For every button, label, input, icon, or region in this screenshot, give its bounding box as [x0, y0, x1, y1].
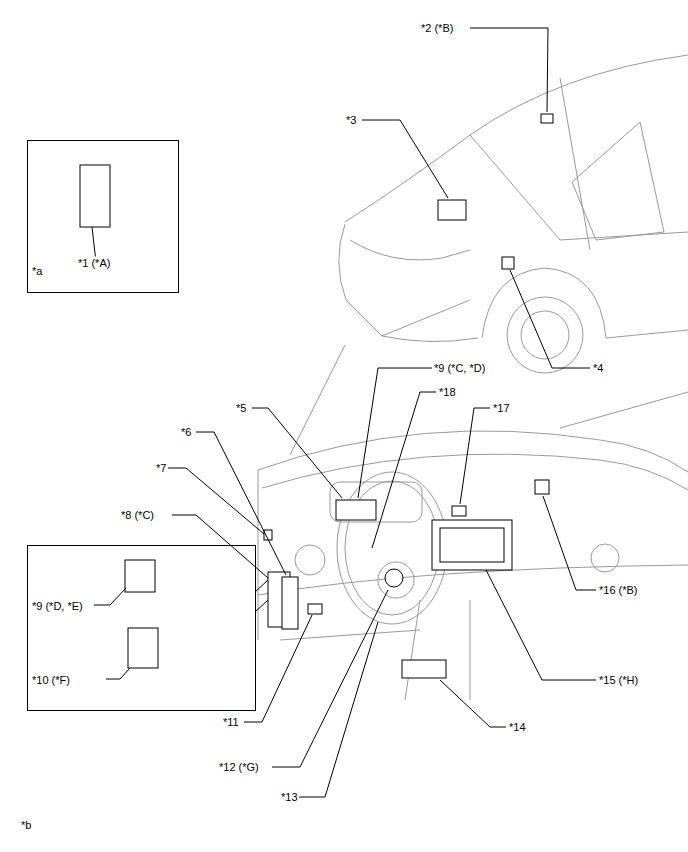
drawing-stroke: [486, 570, 596, 680]
callout-number: *12 (*G): [218, 761, 260, 774]
drawing-stroke: [460, 408, 490, 504]
drawing-stroke: [541, 114, 553, 123]
drawing-stroke: [336, 500, 376, 520]
callout-number: *14: [508, 721, 527, 734]
callout-number: *5: [235, 402, 247, 415]
drawing-stroke: [543, 496, 596, 590]
drawing-stroke: [258, 431, 688, 472]
drawing-stroke: [290, 345, 345, 455]
dashboard-outline: [258, 345, 688, 700]
drawing-stroke: [258, 470, 259, 640]
callout-number: *b: [20, 819, 32, 832]
drawing-stroke: [337, 472, 447, 624]
drawing-stroke: [350, 240, 470, 260]
drawing-stroke: [385, 569, 403, 587]
callout-number: *4: [592, 362, 604, 375]
drawing-stroke: [128, 628, 158, 668]
drawing-stroke: [606, 330, 688, 338]
drawing-stroke: [358, 368, 432, 498]
drawing-stroke: [470, 135, 560, 240]
drawing-stroke: [440, 528, 504, 562]
callout-number: *16 (*B): [598, 584, 639, 597]
drawing-stroke: [295, 545, 325, 575]
callout-number: *17: [492, 402, 511, 415]
drawing-stroke: [482, 268, 606, 338]
drawing-stroke: [507, 297, 583, 373]
callout-number: *9 (*D, *E): [31, 600, 84, 613]
vehicle-outline: [339, 55, 688, 373]
callout-number: *8 (*C): [120, 509, 155, 522]
callout-number: *7: [155, 462, 167, 475]
drawing-stroke: [432, 520, 512, 570]
drawing-stroke: [172, 515, 268, 578]
drawing-stroke: [308, 604, 322, 614]
drawing-stroke: [94, 588, 126, 605]
drawing-stroke: [452, 506, 466, 516]
component-parts: [80, 114, 553, 678]
inset-frame: *9 (*D, *E) *10 (*F): [27, 545, 256, 711]
callout-number: *15 (*H): [598, 674, 639, 687]
drawing-stroke: [339, 224, 478, 342]
drawing-stroke: [440, 680, 506, 727]
drawing-stroke: [591, 544, 619, 572]
callout-number: *18: [438, 386, 457, 399]
drawing-stroke: [330, 482, 422, 522]
drawing-stroke: [502, 257, 514, 269]
drawing-stroke: [296, 622, 378, 797]
callout-number: *6: [180, 426, 192, 439]
drawing-stroke: [378, 562, 414, 598]
drawing-stroke: [535, 480, 549, 494]
callout-number: *3: [345, 114, 357, 127]
drawing-stroke: [252, 408, 342, 498]
callout-number: *10 (*F): [31, 674, 71, 687]
drawing-stroke: [244, 615, 312, 722]
callout-number: *11: [222, 716, 240, 729]
inset-frame: *1 (*A) *a: [27, 140, 179, 293]
callout-number: *a: [31, 265, 43, 278]
drawing-stroke: [438, 200, 466, 220]
drawing-stroke: [125, 560, 155, 592]
callout-number: *13: [280, 791, 299, 804]
drawing-stroke: [262, 454, 688, 490]
drawing-stroke: [272, 590, 388, 767]
drawing-stroke: [282, 577, 298, 629]
drawing-stroke: [80, 165, 110, 227]
drawing-stroke: [510, 270, 590, 368]
drawing-stroke: [362, 120, 448, 198]
drawing-stroke: [402, 660, 446, 678]
drawing-stroke: [560, 392, 688, 428]
drawing-stroke: [405, 600, 470, 700]
drawing-stroke: [196, 432, 286, 575]
drawing-stroke: [255, 580, 268, 612]
callout-number: *2 (*B): [420, 22, 454, 35]
drawing-stroke: [470, 55, 688, 135]
drawing-stroke: [572, 122, 664, 240]
callout-number: *1 (*A): [77, 257, 111, 270]
drawing-stroke: [560, 232, 688, 240]
drawing-stroke: [168, 468, 264, 534]
drawing-stroke: [560, 78, 590, 250]
drawing-stroke: [345, 135, 470, 222]
callout-number: *9 (*C, *D): [433, 362, 486, 375]
leader-lines: [92, 28, 596, 797]
drawing-stroke: [382, 300, 470, 336]
drawing-stroke: [106, 668, 130, 679]
drawing-stroke: [470, 28, 548, 112]
drawing-stroke: [372, 392, 436, 548]
